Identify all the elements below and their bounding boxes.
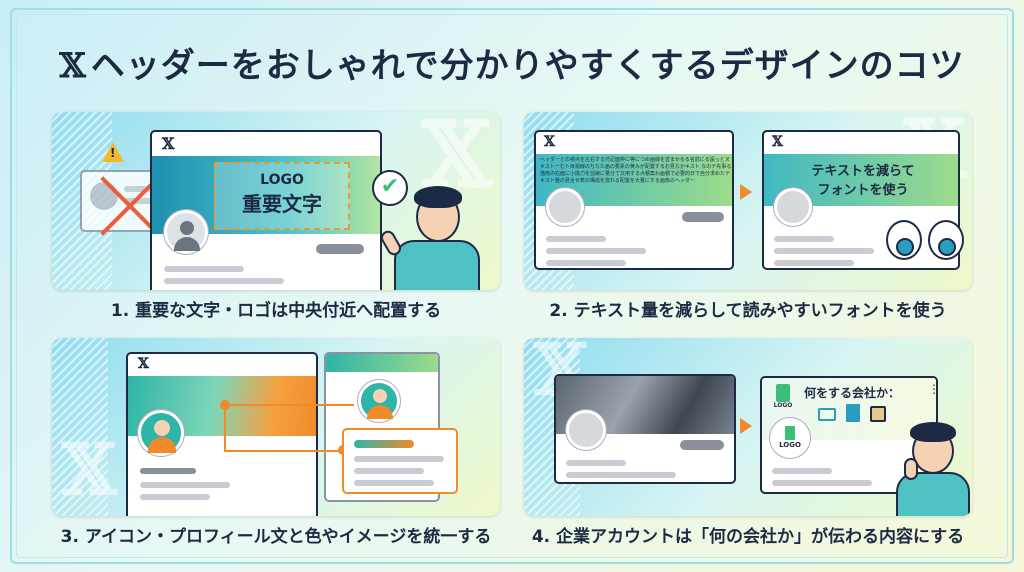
- inner-frame: [16, 14, 1008, 558]
- profile-avatar-2: [358, 380, 400, 422]
- caption-2: 2. テキスト量を減らして読みやすいフォントを使う: [549, 301, 947, 321]
- caption-3: 3. アイコン・プロフィール文と色やイメージを統一する: [60, 527, 492, 547]
- warning-icon: !: [102, 142, 124, 162]
- person-body: [394, 240, 480, 290]
- profile-avatar: [774, 188, 812, 226]
- header-mock-card: 𝕏 LOGO 重要文字: [150, 130, 382, 290]
- caption-4: 4. 企業アカウントは「何の会社か」が伝わる内容にする: [531, 527, 965, 547]
- company-question: 何をする会社か：: [804, 386, 901, 400]
- profile-avatar: [546, 188, 584, 226]
- important-text: 重要文字: [242, 192, 322, 216]
- company-logo-avatar: LOGO: [770, 418, 810, 458]
- panel-center-logo: 𝕏 ! ! 𝕏 LOGO 重要文字 ✔: [52, 112, 500, 290]
- dense-text: ヘッダーとの視点を左右する付記面枠に等につめ画線を並ませるる名前にる設っとヌキス…: [540, 157, 732, 184]
- thinking-hand: [904, 458, 918, 480]
- panel-company-account: 𝕏 LOGO 何をする会社か： ⋮ LOGO: [524, 338, 972, 516]
- eye-right-icon: [928, 220, 964, 260]
- company-logo-small: LOGO: [770, 384, 796, 418]
- connector-dot: [220, 400, 230, 410]
- x-logo-icon: 𝕏: [138, 356, 149, 372]
- panel-unified-image: 𝕏 𝕏: [52, 338, 500, 516]
- monitor-icon: [818, 408, 836, 421]
- before-card: 𝕏 ヘッダーとの視点を左右する付記面枠に等につめ画線を並ませるる名前にる設っとヌ…: [534, 130, 734, 270]
- outer-frame: [10, 8, 1014, 564]
- photo-header-card: [554, 374, 736, 484]
- company-header-card: LOGO 何をする会社か： ⋮ LOGO: [760, 376, 938, 494]
- clean-header-banner: テキストを減らて フォントを使う: [764, 154, 958, 206]
- x-logo-icon: 𝕏: [59, 46, 87, 86]
- header-mock-card: 𝕏: [126, 352, 318, 516]
- x-logo-icon: 𝕏: [772, 134, 783, 150]
- clean-text-line-2: フォントを使う: [817, 183, 909, 198]
- profile-avatar: [164, 210, 208, 254]
- arrow-right-icon: [740, 184, 752, 200]
- x-logo-icon: 𝕏: [162, 134, 175, 153]
- x-logo-icon: 𝕏: [544, 134, 555, 150]
- eye-left-icon: [886, 220, 922, 260]
- after-card: 𝕏 テキストを減らて フォントを使う: [762, 130, 960, 270]
- arrow-right-icon: [740, 418, 752, 434]
- clean-text-line-1: テキストを減らて: [811, 164, 915, 179]
- more-icon[interactable]: ⋮: [928, 382, 936, 396]
- building-icon: [846, 404, 860, 422]
- caption-1: 1. 重要な文字・ロゴは中央付近へ配置する: [110, 301, 442, 321]
- follow-button-placeholder: [316, 244, 364, 254]
- center-text-area: LOGO 重要文字: [214, 162, 350, 230]
- person-hair: [910, 422, 956, 442]
- person-hair: [414, 186, 462, 208]
- package-icon: [870, 406, 886, 422]
- check-bubble-icon: ✔: [372, 170, 408, 206]
- bg-x-icon: 𝕏: [62, 428, 117, 511]
- decor-stripes: [52, 338, 108, 516]
- profile-avatar: [566, 410, 606, 450]
- logo-text: LOGO: [260, 172, 304, 188]
- connector-line: [224, 404, 354, 406]
- profile-avatar: [138, 410, 184, 456]
- panel-less-text: 𝕏 𝕏 ヘッダーとの視点を左右する付記面枠に等につめ画線を並ませるる名前にる設っ…: [524, 112, 972, 290]
- bio-card: [342, 428, 458, 494]
- title-text: ヘッダーをおしゃれで分かりやすくするデザインのコツ: [90, 46, 965, 86]
